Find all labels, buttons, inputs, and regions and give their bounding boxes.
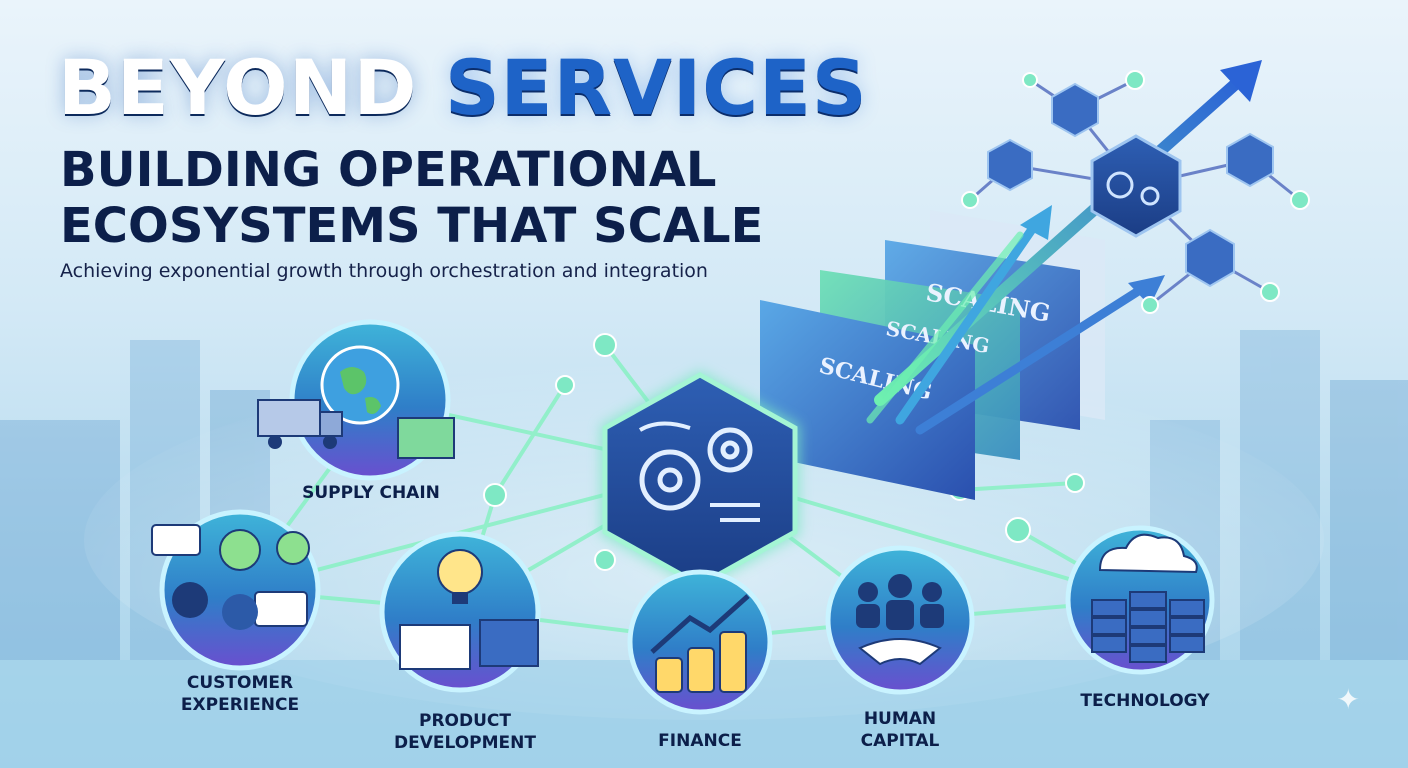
gears-icon: [1106, 171, 1160, 206]
truck-icon: [257, 399, 343, 449]
finance-circle: [627, 569, 773, 715]
tagline: Achieving exponential growth through orc…: [60, 260, 708, 282]
globe-icon: [320, 345, 400, 425]
central-hub: [600, 370, 800, 590]
title-line-2: BUILDING OPERATIONAL: [60, 142, 717, 198]
supply-chain-circle: [257, 319, 455, 481]
gears-icon: [639, 427, 753, 511]
lightbulb-icon: [437, 549, 483, 604]
handshake-icon: [858, 638, 942, 666]
label-supply-chain: SUPPLY CHAIN: [302, 483, 440, 503]
cloud-icon: [1098, 533, 1198, 574]
label-technology: TECHNOLOGY: [1080, 691, 1210, 711]
product-development-circle: [379, 531, 541, 693]
label-human: HUMAN: [863, 709, 937, 729]
label-finance: FINANCE: [658, 731, 742, 751]
title-line-3: ECOSYSTEMS THAT SCALE: [60, 198, 764, 254]
title-part-white: BEYOND: [58, 43, 445, 132]
label-development: DEVELOPMENT: [394, 733, 536, 753]
arrow-up-icon: [866, 60, 1262, 435]
main-title: BEYOND SERVICES: [58, 46, 868, 130]
label-product: PRODUCT: [419, 711, 511, 731]
technology-circle: [1065, 525, 1215, 675]
label-capital: CAPITAL: [860, 731, 940, 751]
title-part-blue: SERVICES: [444, 43, 868, 132]
network-nodes: [483, 333, 1085, 571]
hex-network: [961, 70, 1310, 314]
server-icon: [1091, 591, 1205, 663]
label-experience: EXPERIENCE: [180, 695, 300, 715]
label-customer: CUSTOMER: [186, 673, 294, 693]
coins-icon: [655, 631, 747, 693]
chat-icon: [151, 524, 310, 630]
customer-experience-circle: [151, 509, 321, 671]
human-capital-circle: [825, 545, 975, 695]
sparkle-icon: ✦: [1336, 683, 1360, 716]
